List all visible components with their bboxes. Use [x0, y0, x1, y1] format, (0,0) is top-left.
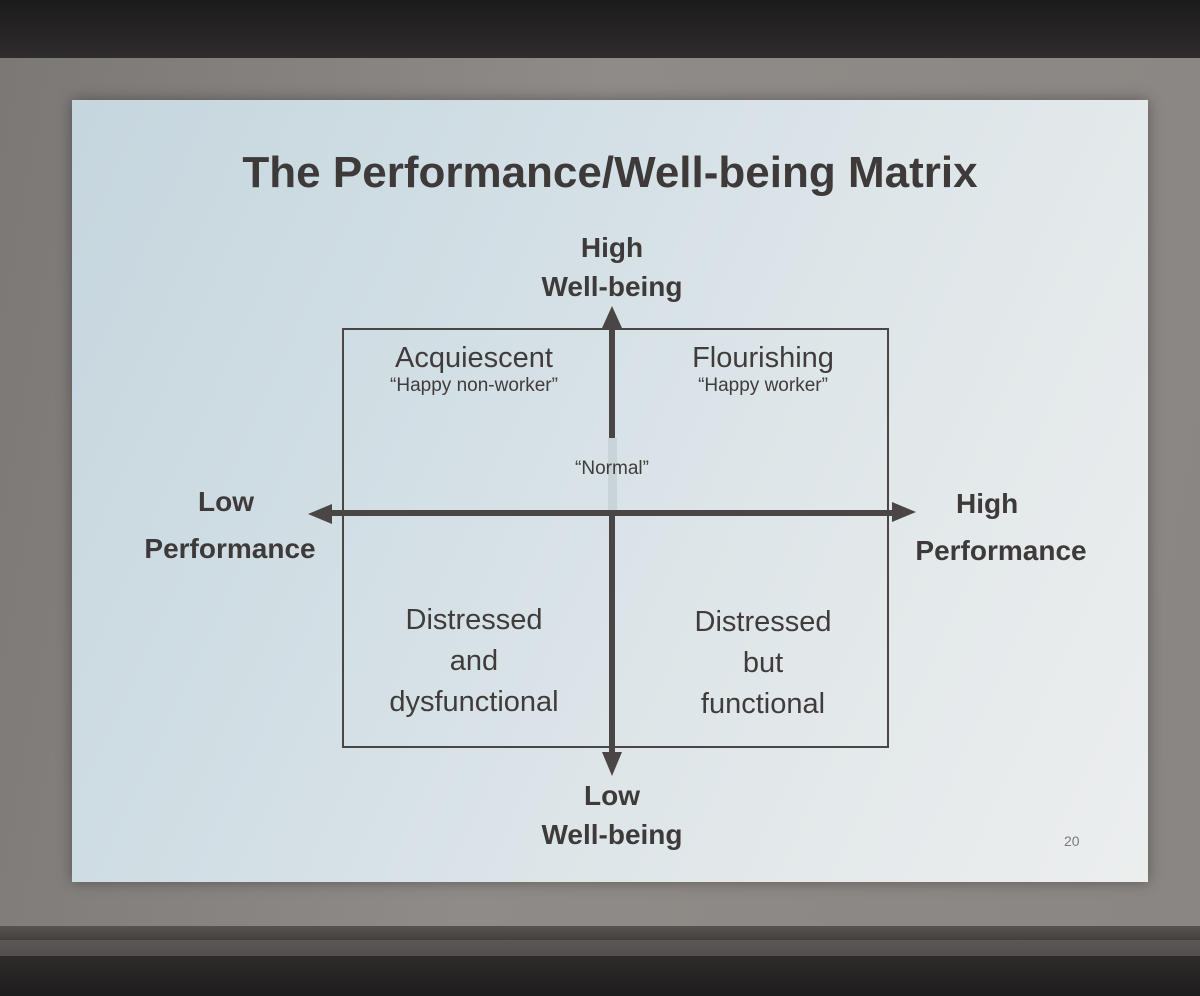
quadrant-flourishing: Flourishing “Happy worker” — [648, 338, 878, 399]
quadrant-title: Flourishing — [692, 342, 834, 374]
quadrant-distressed-dysfunctional: Distressed and dysfunctional — [389, 604, 559, 719]
arrow-head-left — [308, 504, 332, 524]
arrow-head-right — [892, 502, 916, 522]
arrow-head-down — [602, 752, 622, 776]
quadrant-acquiescent: Acquiescent “Happy non-worker” — [354, 338, 594, 399]
axis-label-low-wellbeing: Low Well-being — [541, 780, 683, 851]
axis-label-high-performance: High Performance — [915, 488, 1087, 567]
screen-rail — [0, 940, 1200, 956]
slide-number: 20 — [1064, 833, 1080, 849]
slide: The Performance/Well-being Matrix High W… — [72, 100, 1148, 882]
arrow-head-up — [602, 306, 622, 328]
axis-label-high-wellbeing: High Well-being — [541, 232, 683, 303]
axes-graphic — [308, 306, 916, 776]
room-top — [0, 0, 1200, 58]
quadrant-subtitle: “Happy worker” — [698, 374, 828, 396]
slide-title: The Performance/Well-being Matrix — [242, 148, 978, 197]
quadrant-title: Acquiescent — [395, 342, 553, 374]
axis-faded-segment — [608, 438, 617, 510]
vertical-axis-arrow — [602, 306, 622, 776]
quadrant-subtitle: “Happy non-worker” — [390, 374, 558, 396]
room-bottom — [0, 926, 1200, 996]
axis-label-low-performance: Low Performance — [144, 486, 316, 565]
horizontal-axis-arrow — [308, 502, 916, 524]
matrix-box — [342, 328, 889, 748]
center-label-normal: “Normal” — [575, 458, 649, 479]
quadrant-distressed-functional: Distressed but functional — [694, 606, 832, 721]
